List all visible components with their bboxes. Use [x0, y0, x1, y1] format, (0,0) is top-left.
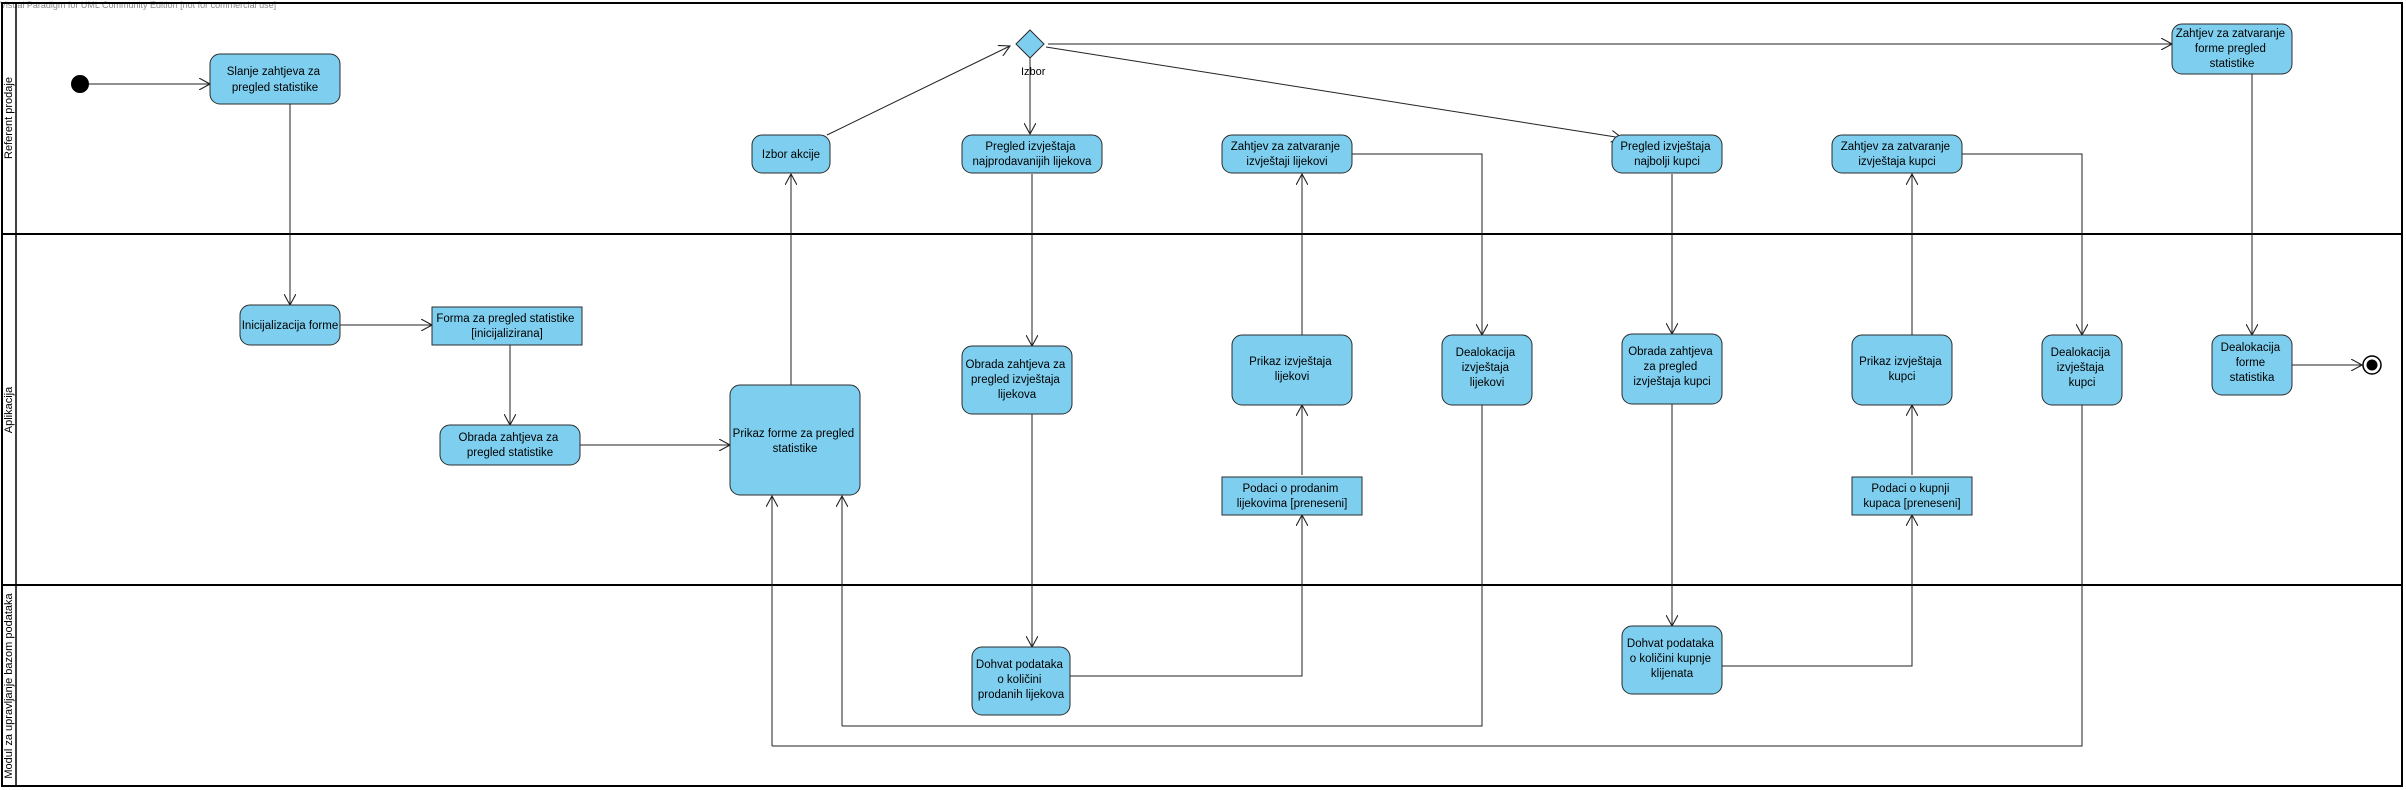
- node-label: Inicijalizacija forme: [242, 320, 339, 332]
- action-dohvat-lijekova[interactable]: Dohvat podataka o količini prodanih lije…: [971, 646, 1071, 716]
- node-label: Podaci o kupnji kupaca [preneseni]: [1863, 483, 1960, 510]
- action-dealokacija-forme[interactable]: Dealokacija forme statistika: [2211, 334, 2293, 396]
- node-label: Obrada zahtjeva za pregled izvještaja li…: [966, 359, 1069, 401]
- action-pregled-kupci[interactable]: Pregled izvještaja najbolji kupci: [1611, 134, 1723, 174]
- node-label: Obrada zahtjeva za pregled statistike: [459, 432, 562, 459]
- node-label: Dealokacija izvještaja kupci: [2051, 347, 2114, 389]
- action-zatvaranje-lijekovi[interactable]: Zahtjev za zatvaranje izvještaji lijekov…: [1221, 134, 1353, 174]
- node-label: Dohvat podataka o količini prodanih lije…: [976, 659, 1066, 701]
- node-label: Izbor akcije: [762, 149, 820, 161]
- action-zatvaranje-kupci[interactable]: Zahtjev za zatvaranje izvještaja kupci: [1831, 134, 1963, 174]
- flow-edge: [1962, 153, 2082, 335]
- flow-edge: [1722, 515, 1912, 667]
- flow-edge: [1352, 153, 1482, 335]
- node-label: Forma za pregled statistike [inicijalizi…: [436, 313, 577, 340]
- flow-edge: [1045, 46, 1622, 138]
- flow-edge: [842, 405, 1483, 727]
- lane-label-aplikacija: Aplikacija: [3, 386, 15, 433]
- action-obrada-lijekova[interactable]: Obrada zahtjeva za pregled izvještaja li…: [961, 345, 1073, 415]
- node-label: Prikaz izvještaja kupci: [1859, 356, 1945, 383]
- initial-node: [71, 75, 89, 93]
- object-podaci-kupci[interactable]: Podaci o kupnji kupaca [preneseni]: [1851, 476, 1973, 516]
- action-prikaz-forme[interactable]: Prikaz forme za pregled statistike: [729, 384, 861, 496]
- control-flows: [88, 44, 2362, 747]
- action-dealokacija-kupci[interactable]: Dealokacija izvještaja kupci: [2041, 334, 2123, 406]
- action-izbor-akcije[interactable]: Izbor akcije: [751, 134, 831, 174]
- lane-label-referent: Referent prodaje: [3, 77, 15, 159]
- node-label: Obrada zahtjeva za pregled izvještaja ku…: [1628, 346, 1716, 388]
- node-label: Zahtjev za zatvaranje izvještaji lijekov…: [1231, 141, 1344, 168]
- decision-label: Izbor: [1021, 66, 1046, 78]
- flow-edge: [826, 46, 1010, 136]
- node-label: Pregled izvještaja najprodavanijih lijek…: [973, 141, 1093, 168]
- node-label: Prikaz izvještaja lijekovi: [1249, 356, 1335, 383]
- action-obrada-zahtjeva[interactable]: Obrada zahtjeva za pregled statistike: [439, 424, 581, 466]
- object-podaci-lijekovi[interactable]: Podaci o prodanim lijekovima [preneseni]: [1221, 476, 1363, 516]
- node-label: Pregled izvještaja najbolji kupci: [1620, 141, 1713, 168]
- node-label: Zahtjev za zatvaranje izvještaja kupci: [1841, 141, 1954, 168]
- action-prikaz-lijekovi[interactable]: Prikaz izvještaja lijekovi: [1231, 334, 1353, 406]
- object-forma[interactable]: Forma za pregled statistike [inicijalizi…: [431, 306, 583, 346]
- flow-edge: [1068, 515, 1302, 677]
- final-node-core: [2366, 359, 2378, 371]
- action-dealokacija-lijekovi[interactable]: Dealokacija izvještaja lijekovi: [1441, 334, 1533, 406]
- action-pregled-lijekova[interactable]: Pregled izvještaja najprodavanijih lijek…: [961, 134, 1103, 174]
- decision-node-izbor[interactable]: [1015, 29, 1045, 59]
- watermark-text: Visual Paradigm for UML Community Editio…: [0, 0, 277, 10]
- action-slanje[interactable]: Slanje zahtjeva za pregled statistike: [209, 53, 341, 105]
- action-inicijalizacija[interactable]: Inicijalizacija forme: [239, 304, 341, 346]
- node-label: Prikaz forme za pregled statistike: [733, 428, 858, 455]
- lane-label-modul: Modul za upravljanje bazom podataka: [3, 592, 15, 778]
- node-label: Dealokacija forme statistika: [2221, 342, 2284, 384]
- action-zatvaranje-forme[interactable]: Zahtjev za zatvaranje forme pregled stat…: [2171, 23, 2293, 75]
- node-label: Dohvat podataka o količini kupnje klijen…: [1627, 638, 1717, 680]
- action-prikaz-kupci[interactable]: Prikaz izvještaja kupci: [1851, 334, 1953, 406]
- node-label: Slanje zahtjeva za pregled statistike: [227, 66, 324, 94]
- action-obrada-kupci[interactable]: Obrada zahtjeva za pregled izvještaja ku…: [1621, 333, 1723, 405]
- flow-edge: [772, 405, 2083, 747]
- action-dohvat-kupci[interactable]: Dohvat podataka o količini kupnje klijen…: [1621, 625, 1723, 695]
- node-label: Podaci o prodanim lijekovima [preneseni]: [1237, 483, 1348, 510]
- node-label: Zahtjev za zatvaranje forme pregled stat…: [2176, 28, 2289, 70]
- node-label: Dealokacija izvještaja lijekovi: [1456, 347, 1519, 389]
